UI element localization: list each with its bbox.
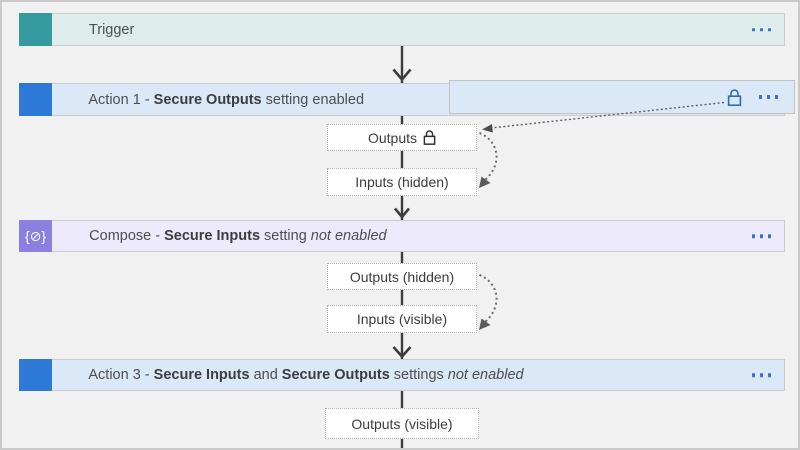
more-options-icon[interactable] <box>751 27 771 32</box>
action1-outputs-label: Outputs <box>367 129 418 146</box>
action3-outputs-box[interactable]: Outputs (visible) <box>325 408 479 439</box>
action3-icon <box>19 359 52 391</box>
compose-label-bold: Secure Inputs <box>164 228 261 244</box>
action3-label-text: Action 3 - <box>88 367 154 383</box>
action3-label: Action 3 - Secure Inputs and Secure Outp… <box>65 351 524 399</box>
action1-icon <box>19 83 52 116</box>
more-options-icon[interactable] <box>751 373 771 377</box>
compose-inputs-label: Inputs (visible) <box>356 311 448 327</box>
action1-inputs-label: Inputs (hidden) <box>355 174 449 190</box>
compose-icon-glyph: {⊘} <box>24 227 47 244</box>
compose-node[interactable]: {⊘} Compose - Secure Inputs setting not … <box>19 220 785 252</box>
compose-inputs-box[interactable]: Inputs (visible) <box>327 305 477 333</box>
trigger-node[interactable]: Trigger <box>19 13 785 46</box>
action3-outputs-label: Outputs (visible) <box>351 415 453 432</box>
trigger-icon <box>19 13 52 46</box>
compose-label-italic: not enabled <box>310 228 387 244</box>
compose-outputs-box[interactable]: Outputs (hidden) <box>327 263 477 290</box>
compose-outputs-label: Outputs (hidden) <box>349 268 455 285</box>
action1-label-text: Action 1 - <box>88 91 154 108</box>
secure-outputs-lock-icon <box>727 88 741 106</box>
trigger-label-text: Trigger <box>88 21 135 38</box>
compose-label-text: Compose - <box>89 228 165 244</box>
lock-icon <box>423 130 436 145</box>
action1-label: Action 1 - Secure Outputs setting enable… <box>65 76 364 124</box>
compose-label: Compose - Secure Inputs setting not enab… <box>65 212 387 260</box>
action1-header-highlight <box>449 80 795 114</box>
action1-inputs-box[interactable]: Inputs (hidden) <box>327 168 477 196</box>
trigger-label: Trigger <box>65 6 134 54</box>
more-options-icon[interactable] <box>758 95 778 99</box>
compose-label-text: setting <box>260 228 311 244</box>
action3-label-text: and <box>249 367 282 383</box>
compose-icon: {⊘} <box>19 220 52 252</box>
more-options-icon[interactable] <box>751 234 771 238</box>
action1-outputs-box[interactable]: Outputs <box>327 124 477 151</box>
action1-label-bold: Secure Outputs <box>153 91 262 108</box>
action3-label-text: settings <box>389 367 448 383</box>
action3-label-bold: Secure Inputs <box>153 367 250 383</box>
action3-label-bold: Secure Outputs <box>281 367 390 383</box>
action1-label-text: setting enabled <box>261 91 365 108</box>
action3-node[interactable]: Action 3 - Secure Inputs and Secure Outp… <box>19 359 785 391</box>
action3-label-italic: not enabled <box>447 367 524 383</box>
